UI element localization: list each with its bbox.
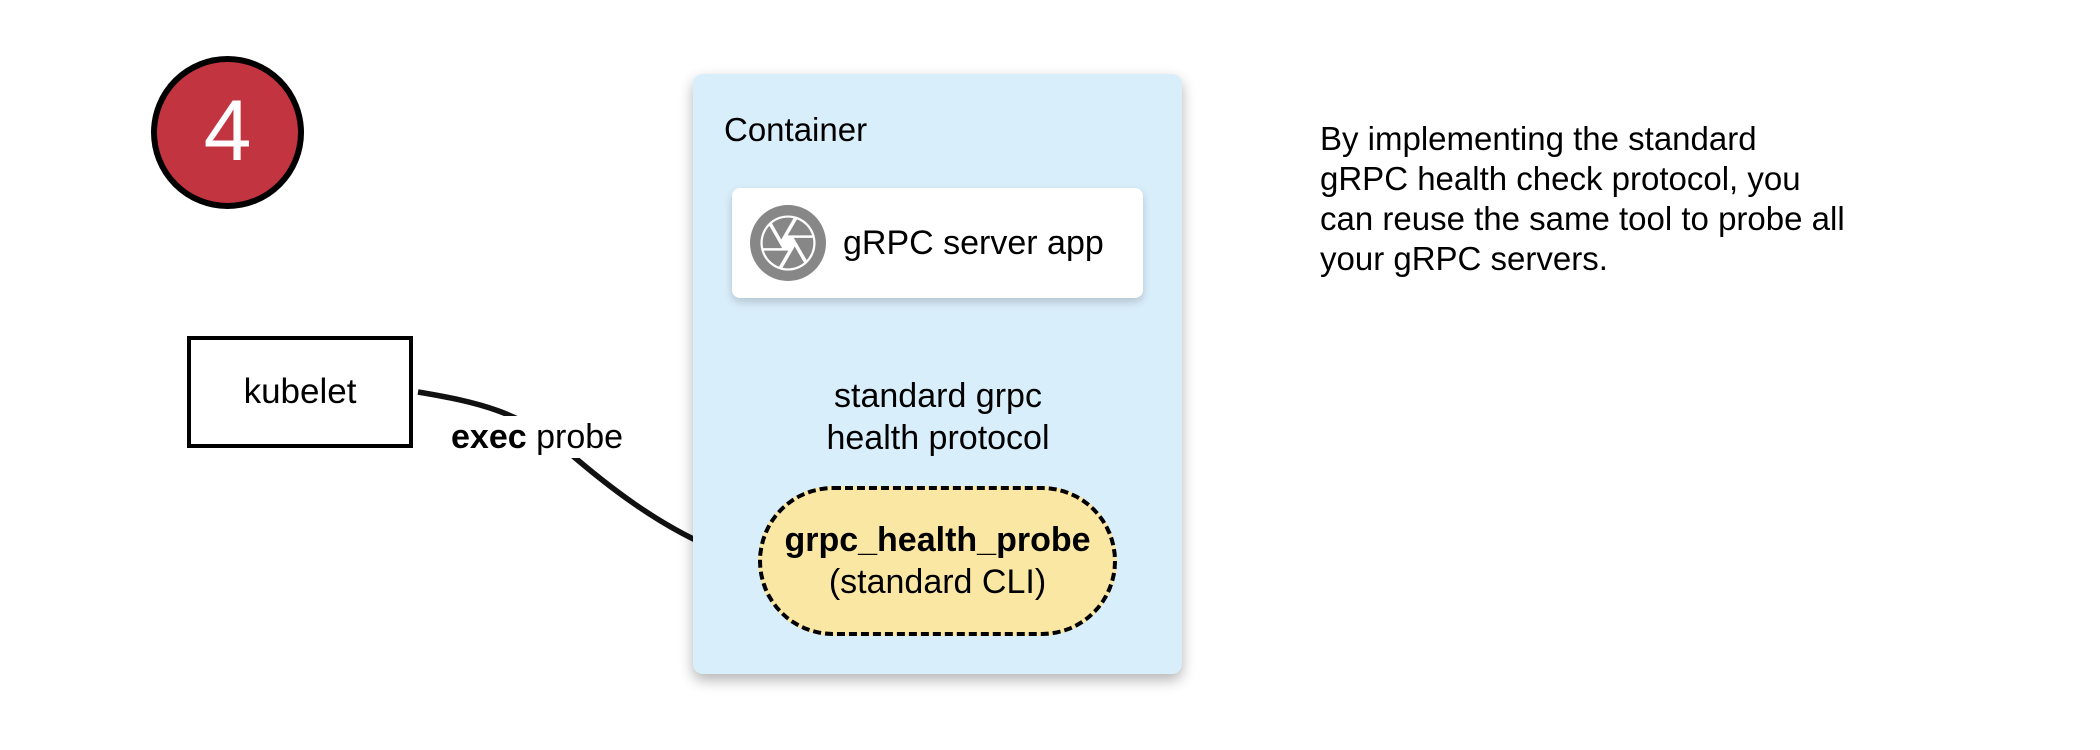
probe-pill-title: grpc_health_probe <box>784 521 1091 559</box>
grpc-health-probe-pill: grpc_health_probe (standard CLI) <box>758 486 1117 636</box>
note-text: By implementing the standard gRPC health… <box>1320 120 1845 277</box>
kubelet-label: kubelet <box>243 372 357 411</box>
exec-probe-label-rest: probe <box>526 418 624 456</box>
health-protocol-label: standard grpc health protocol <box>826 377 1050 457</box>
container-title: Container <box>724 111 868 148</box>
aperture-icon <box>750 205 826 281</box>
kubelet-box: kubelet <box>187 336 413 448</box>
probe-pill-subtitle: (standard CLI) <box>828 563 1047 601</box>
step-number: 4 <box>203 82 252 179</box>
step-badge: 4 <box>151 56 304 209</box>
grpc-server-label: gRPC server app <box>843 223 1104 262</box>
exec-probe-label: exec probe <box>449 416 626 458</box>
grpc-server-box: gRPC server app <box>732 188 1143 298</box>
container-box: Container gRPC server app standard grpc … <box>693 74 1182 674</box>
exec-probe-label-bold: exec <box>451 418 527 456</box>
